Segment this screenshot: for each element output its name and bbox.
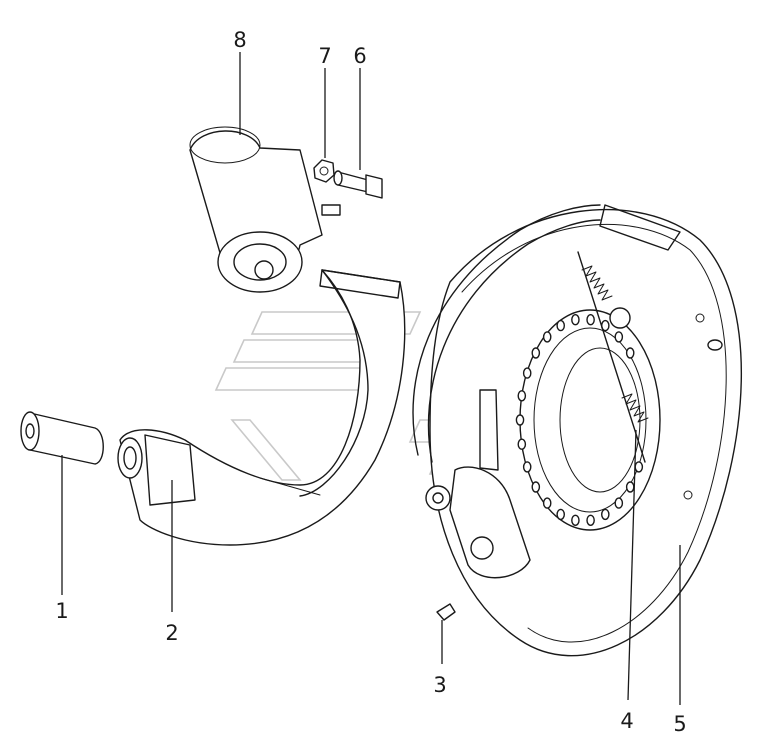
- bleeder-nut: [313, 159, 335, 183]
- bolt-hole: [531, 347, 541, 359]
- brake-shoe: [117, 269, 406, 546]
- leader-4: [627, 429, 637, 701]
- bolt-hole: [571, 514, 580, 526]
- callout-6: 6: [353, 44, 366, 68]
- bolt-hole: [556, 508, 566, 521]
- bolt-hole: [531, 481, 541, 493]
- adjuster-screw: [436, 603, 456, 621]
- callout-3: 3: [433, 673, 446, 697]
- bolt-hole: [515, 414, 525, 426]
- callout-1: 1: [55, 599, 68, 623]
- leader-lines: [61, 52, 681, 705]
- callout-8: 8: [233, 28, 246, 52]
- bolt-hole: [625, 481, 635, 493]
- callout-4: 4: [620, 709, 633, 733]
- bolt-hole: [522, 461, 532, 473]
- bolt-hole: [542, 497, 552, 509]
- backing-plate: [429, 204, 743, 657]
- bolt-hole: [517, 438, 527, 450]
- callout-labels: 1 2 3 4 5 6 7 8: [55, 28, 686, 736]
- callout-5: 5: [673, 712, 686, 736]
- bolt-hole: [556, 319, 566, 332]
- bolt-hole: [625, 347, 635, 359]
- wheel-cylinder: [189, 126, 341, 293]
- bolt-hole: [614, 331, 624, 343]
- bolt-hole: [522, 367, 532, 379]
- bolt-hole: [634, 461, 644, 473]
- bolt-hole: [601, 508, 610, 521]
- callout-2: 2: [165, 621, 178, 645]
- bolt-hole: [586, 314, 595, 326]
- callout-7: 7: [318, 44, 331, 68]
- hub-bolt-holes: [515, 314, 644, 526]
- anchor-pin: [20, 411, 104, 465]
- bolt-hole: [571, 314, 580, 326]
- bolt-hole: [542, 331, 552, 343]
- bolt-hole: [586, 514, 595, 526]
- mounted-brake-shoe: [412, 204, 631, 579]
- bolt-hole: [517, 390, 527, 402]
- return-spring: [577, 251, 649, 463]
- bleeder-bolt: [333, 170, 383, 199]
- bolt-hole: [614, 497, 624, 509]
